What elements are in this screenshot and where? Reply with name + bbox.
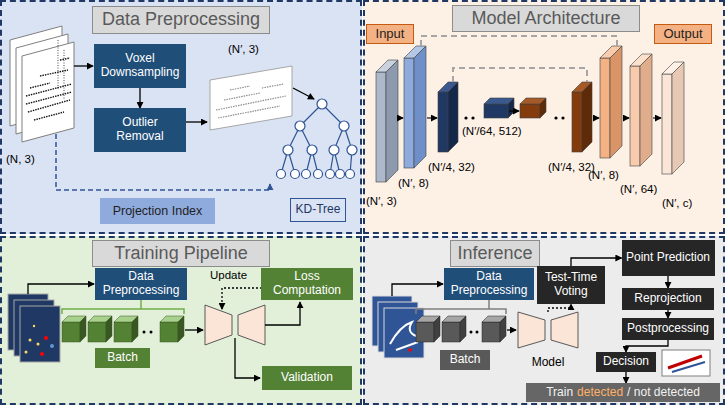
batch-bars: [416, 316, 506, 342]
dimension-label: (N′, 8): [588, 168, 619, 182]
decision-box: Decision: [596, 352, 656, 372]
connector: [667, 276, 668, 288]
detection-thumbnail: [662, 350, 710, 376]
dimension-label: (N′, 3): [228, 42, 259, 56]
ellipsis-dots: [143, 331, 153, 334]
network-layers: [376, 46, 684, 182]
box-text: Data Preprocessing: [447, 270, 531, 298]
ellipsis-dots: [470, 331, 479, 334]
box-text: Postprocessing: [627, 322, 709, 336]
box-text: detected: [577, 386, 623, 400]
box-text: Loss Computation: [264, 270, 350, 298]
box-text: Data Preprocessing: [98, 270, 184, 298]
panel-title: Data Preprocessing: [92, 6, 270, 34]
dimension-label: (N′, c): [662, 196, 692, 210]
box-text: Validation: [281, 371, 333, 385]
box-text: Output: [663, 27, 702, 42]
panel-title: Model Architecture: [452, 5, 640, 32]
process-box: Validation: [262, 366, 352, 390]
process-box: Reprojection: [622, 288, 714, 310]
ellipsis-dots: [464, 116, 564, 119]
dimension-label: (N′/64, 512): [462, 124, 522, 138]
process-box: Data Preprocessing: [444, 268, 534, 300]
box-text: Decision: [603, 355, 649, 369]
batch-bars: [62, 316, 184, 342]
dimension-label: (N′/4, 32): [428, 160, 475, 174]
skip-connections: [421, 36, 617, 82]
dimension-label: (N′, 64): [620, 182, 657, 196]
downsampled-cloud: [210, 66, 292, 130]
layer-arrows: [398, 111, 661, 118]
dimension-label: (N′, 3): [366, 194, 397, 208]
tree-label-box: KD-Tree: [290, 198, 346, 222]
dimension-label: (N′/4, 32): [548, 160, 595, 174]
box-text: Test-Time Voting: [540, 271, 602, 299]
process-box: Voxel Downsampling: [94, 44, 186, 88]
box-text: Projection Index: [113, 204, 203, 218]
dimension-label: Update: [210, 268, 247, 282]
box-text: Reprojection: [634, 292, 701, 306]
kd-tree: [277, 99, 358, 179]
box-text: Input: [376, 27, 405, 42]
panel-title: Training Pipeline: [92, 240, 270, 267]
connector: [139, 88, 140, 108]
process-box: Data Preprocessing: [95, 268, 187, 300]
connector: [625, 372, 626, 383]
dimension-label: (N′, 8): [398, 176, 429, 190]
process-box: Loss Computation: [261, 268, 353, 300]
panel: Training PipelineData Preprocessing Loss …: [0, 236, 362, 405]
box-text: Voxel Downsampling: [97, 52, 183, 80]
connector: [626, 340, 668, 352]
panel: InferenceData Preprocessing Test-Time Vot…: [363, 236, 725, 405]
panel: Data PreprocessingVoxel DownsamplingOutl…: [0, 0, 362, 234]
box-text: / not detected: [627, 386, 700, 400]
box-text: Model: [532, 356, 565, 370]
scan-image-stack: [8, 294, 60, 362]
index-band: Projection Index: [100, 198, 215, 224]
connector: [548, 304, 571, 312]
io-box: Output: [654, 24, 712, 44]
box-text: Batch: [107, 351, 138, 365]
box-text: Point Prediction: [626, 251, 710, 265]
panel-title: Inference: [450, 240, 540, 267]
box-text: Outlier Removal: [97, 116, 183, 144]
result-band: Train detected / not detected: [526, 383, 720, 402]
batch-box: Batch: [95, 348, 150, 368]
io-box: Input: [366, 24, 414, 44]
process-box: Outlier Removal: [94, 108, 186, 152]
process-box: Postprocessing: [622, 318, 714, 340]
point-cloud-stack: [10, 26, 74, 142]
box-text: Train: [546, 386, 573, 400]
dimension-label: (N, 3): [6, 152, 35, 166]
batch-box: Batch: [440, 350, 490, 370]
connector: [667, 310, 668, 318]
box-text: KD-Tree: [296, 203, 341, 217]
box-text: Batch: [450, 353, 481, 367]
model-shape: Model: [518, 312, 578, 372]
process-box: Test-Time Voting: [537, 266, 605, 304]
connector: [571, 258, 622, 266]
model-hourglass: [518, 312, 578, 348]
process-box: Point Prediction: [622, 240, 715, 276]
